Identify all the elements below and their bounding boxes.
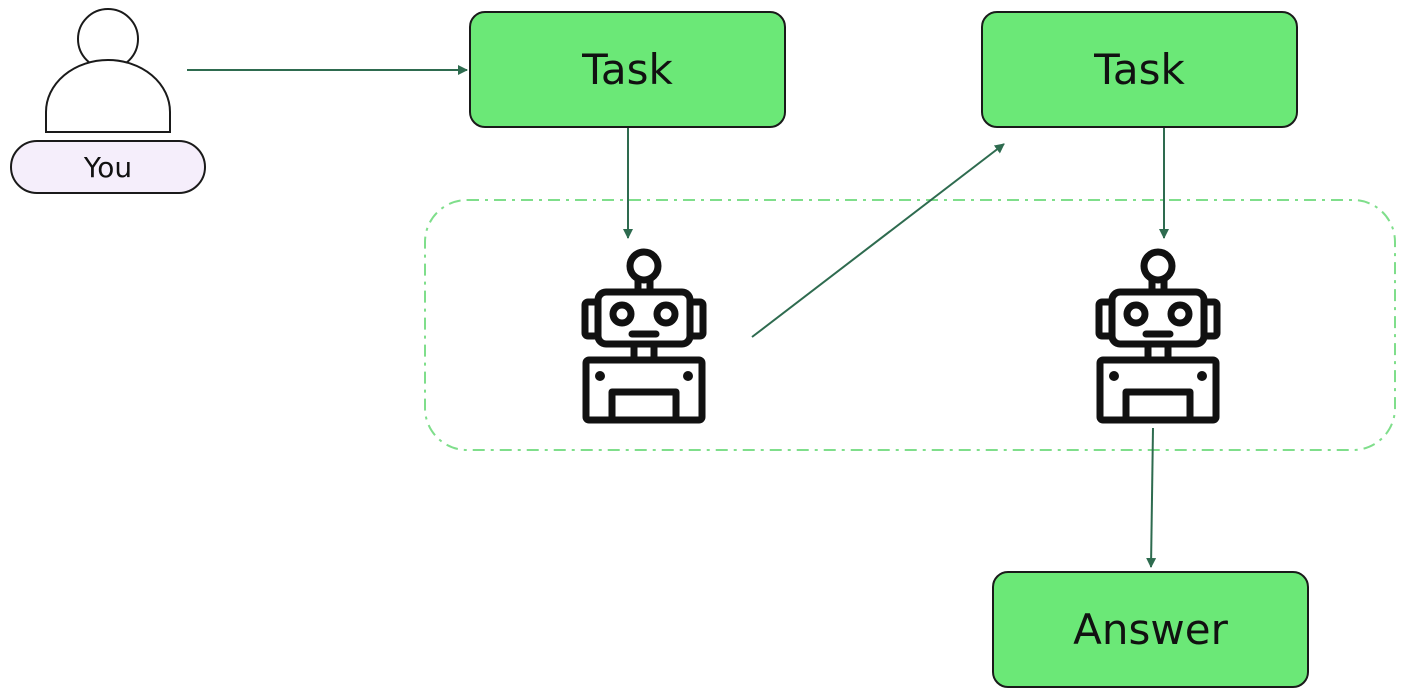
arrow-agent-2-to-answer — [1146, 427, 1157, 568]
user-icon — [45, 8, 171, 133]
agent-group-boundary — [424, 199, 1396, 451]
answer-node-label: Answer — [1073, 605, 1228, 654]
answer-node: Answer — [992, 571, 1309, 688]
user-label-badge: You — [10, 140, 206, 194]
arrow-agent-1-to-task-2 — [751, 143, 1005, 338]
task-node-1: Task — [469, 11, 786, 128]
task-node-2-label: Task — [1094, 45, 1185, 94]
robot-icon — [581, 248, 707, 424]
user-label: You — [83, 150, 133, 184]
task-node-1-label: Task — [582, 45, 673, 94]
task-node-2: Task — [981, 11, 1298, 128]
robot-icon — [1095, 248, 1221, 424]
